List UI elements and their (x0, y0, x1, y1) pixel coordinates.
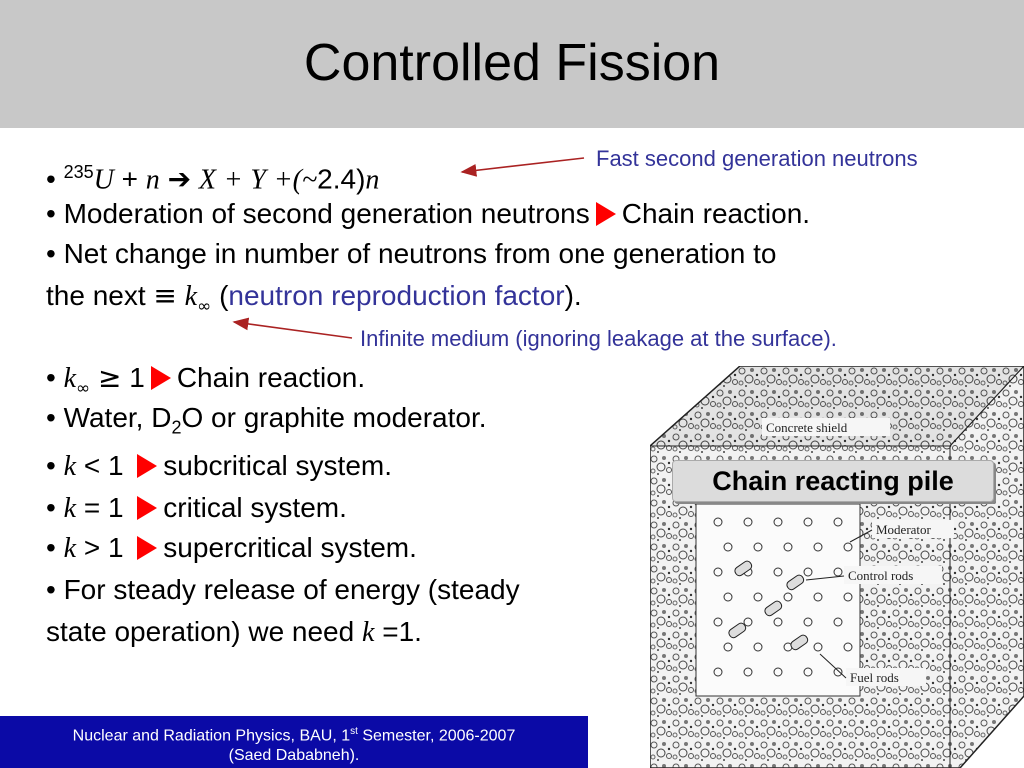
fuel-rod-dot (843, 642, 853, 652)
label-fuel-rods: Fuel rods (850, 670, 899, 685)
bullet-critical: • k = 1 critical system. (46, 492, 347, 524)
pile-top-face (650, 366, 1024, 447)
bullet-steady-state-line2: state operation) we need k =1. (46, 616, 422, 648)
fuel-rod-dot (723, 642, 733, 652)
mass-number: 235 (63, 162, 94, 182)
bullet-supercritical: • k > 1 supercritical system. (46, 532, 417, 564)
bullet-moderators: • Water, D2O or graphite moderator. (46, 402, 487, 438)
fuel-rod-dot (753, 642, 763, 652)
fuel-rod-dot (753, 542, 763, 552)
title-bar (0, 0, 1024, 128)
fuel-rod-dot (813, 592, 823, 602)
annotation-infinite-medium: Infinite medium (ignoring leakage at the… (360, 326, 837, 351)
fuel-rod-dot (783, 592, 793, 602)
bullet-subcritical: • k < 1 subcritical system. (46, 450, 393, 482)
play-triangle-icon (595, 202, 616, 226)
annotation-fast-neutrons: Fast second generation neutrons (596, 146, 918, 171)
fuel-rod-dot (773, 567, 783, 577)
bullet-net-change-line1: • Net change in number of neutrons from … (46, 238, 777, 269)
label-concrete-shield: Concrete shield (766, 420, 848, 435)
label-moderator: Moderator (876, 522, 932, 537)
fuel-rod-dot (773, 667, 783, 677)
fuel-rod-dot (783, 542, 793, 552)
fuel-rod-dot (803, 567, 813, 577)
moderator-window (695, 503, 861, 697)
fuel-rod-dot (803, 617, 813, 627)
neutron-reproduction-factor-term: neutron reproduction factor (228, 280, 565, 311)
fuel-rod-dot (843, 592, 853, 602)
fuel-rod-dot (773, 617, 783, 627)
fuel-rod-dot (833, 617, 843, 627)
figure-leader-lines (805, 529, 873, 679)
pile-edge-top (949, 366, 1024, 447)
fuel-rod-dot (803, 517, 813, 527)
fuel-rod-dot (743, 517, 753, 527)
fuel-rod-grid (713, 517, 853, 677)
pile-caption: Chain reacting pile (672, 460, 994, 502)
play-triangle-icon (137, 536, 158, 560)
fuel-rod-dot (813, 642, 823, 652)
slide-title: Controlled Fission (303, 34, 721, 92)
fuel-rod-dot (713, 567, 723, 577)
label-control-rods: Control rods (848, 568, 913, 583)
bullet-steady-state-line1: • For steady release of energy (steady (46, 574, 520, 605)
bullet-net-change-line2: the next ≡ k∞ (neutron reproduction fact… (46, 279, 582, 317)
arrow-to-neutrons (460, 157, 585, 177)
footer-line2: (Saed Dababneh). (228, 747, 360, 765)
fuel-rod-dot (713, 667, 723, 677)
fuel-rod-dot (743, 617, 753, 627)
fuel-rod-dot (813, 542, 823, 552)
fuel-rod-dot (713, 617, 723, 627)
fuel-rod-dot (843, 542, 853, 552)
fuel-rod-dot (713, 517, 723, 527)
footer: Nuclear and Radiation Physics, BAU, 1st … (0, 716, 588, 768)
fuel-rod-dot (743, 667, 753, 677)
play-triangle-icon (150, 366, 171, 390)
fuel-rod-dot (833, 667, 843, 677)
play-triangle-icon (137, 454, 158, 478)
fuel-rod-dot (803, 667, 813, 677)
right-arrow-icon: ➔ (167, 162, 192, 196)
fuel-rod-dot (833, 567, 843, 577)
fuel-rod-dot (833, 517, 843, 527)
fuel-rod-dot (773, 517, 783, 527)
bullet-fission-equation: • 235U + n ➔ X + Y +(~2.4)n (46, 162, 380, 196)
play-triangle-icon (137, 496, 158, 520)
bullet-moderation: • Moderation of second generation neutro… (46, 198, 811, 229)
uranium-symbol: U (93, 164, 114, 196)
pile-illustration: Concrete shield Moderator Control rods F… (650, 366, 1024, 768)
fuel-rod-dot (723, 542, 733, 552)
neutron-multiplicity: 2.4 (317, 163, 357, 195)
fuel-rod-dot (753, 592, 763, 602)
control-rods (728, 560, 809, 651)
footer-line1: Nuclear and Radiation Physics, BAU, 1st … (72, 726, 516, 745)
fuel-rod-dot (723, 592, 733, 602)
